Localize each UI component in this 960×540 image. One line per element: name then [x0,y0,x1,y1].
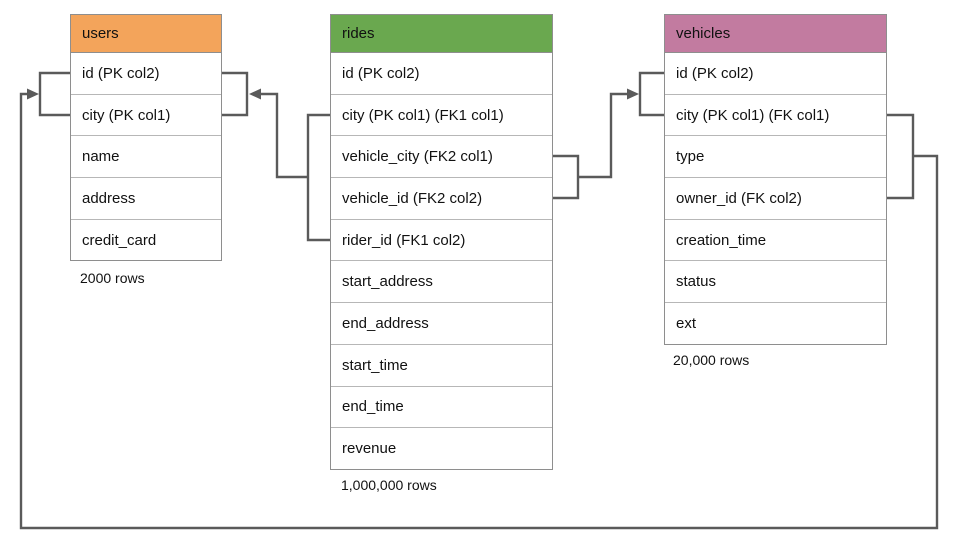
vehicles-row-status: status [665,261,886,304]
connector-rides-to-users [260,92,308,179]
users-row-credit-card: credit_card [71,219,221,261]
table-header-rides: rides [331,15,552,53]
users-row-city: city (PK col1) [71,94,221,137]
bracket-users-left [38,71,70,117]
rides-row-city: city (PK col1) (FK1 col1) [331,94,552,137]
table-header-users: users [71,15,221,53]
rides-row-start-time: start_time [331,344,552,387]
rides-row-start-address: start_address [331,261,552,304]
table-header-vehicles: vehicles [665,15,886,53]
table-users: users id (PK col2) city (PK col1) name a… [70,14,222,262]
connector-rides-to-vehicles [578,92,628,179]
rides-row-revenue: revenue [331,428,552,469]
users-row-name: name [71,136,221,179]
vehicles-row-creation-time: creation_time [665,219,886,262]
rides-row-count: 1,000,000 rows [341,477,437,493]
table-rides: rides id (PK col2) city (PK col1) (FK1 c… [330,14,553,470]
vehicles-row-city: city (PK col1) (FK col1) [665,94,886,137]
bracket-users-right [222,71,249,117]
arrowhead-rides-to-users [249,88,261,100]
vehicles-row-id: id (PK col2) [665,53,886,95]
rides-row-vehicle-city: vehicle_city (FK2 col1) [331,136,552,179]
vehicles-row-owner-id: owner_id (FK col2) [665,178,886,220]
vehicles-row-count: 20,000 rows [673,352,750,368]
bracket-vehicles-right [887,113,915,200]
rides-row-rider-id: rider_id (FK1 col2) [331,219,552,262]
rides-row-vehicle-id: vehicle_id (FK2 col2) [331,178,552,220]
rides-row-end-time: end_time [331,386,552,429]
rides-row-id: id (PK col2) [331,53,552,95]
vehicles-row-type: type [665,136,886,179]
users-row-count: 2000 rows [80,270,145,286]
users-row-address: address [71,178,221,220]
users-row-id: id (PK col2) [71,53,221,95]
arrowhead-rides-to-vehicles [627,88,639,100]
bracket-vehicles-left [638,71,664,117]
bracket-rides-right [553,154,580,200]
vehicles-row-ext: ext [665,303,886,344]
rides-row-end-address: end_address [331,303,552,345]
arrowhead-vehicles-to-users [27,88,39,100]
bracket-rides-left [306,113,330,242]
table-vehicles: vehicles id (PK col2) city (PK col1) (FK… [664,14,887,345]
